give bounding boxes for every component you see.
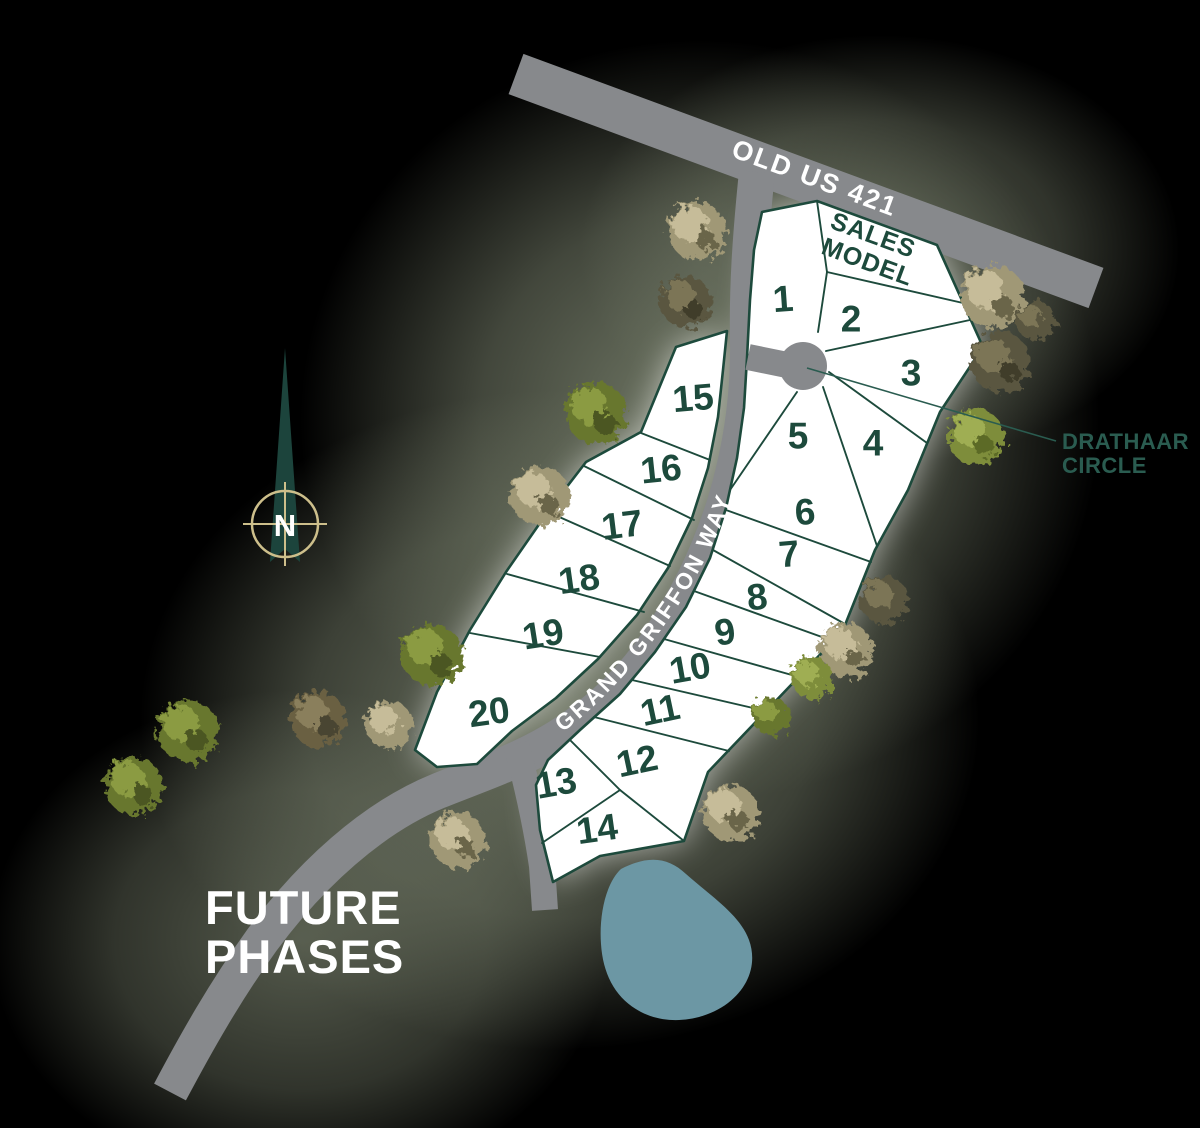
cul-de-sac-label: DRATHAAR CIRCLE bbox=[1062, 429, 1196, 478]
lot-10[interactable]: 10 bbox=[666, 644, 714, 692]
lot-14[interactable]: 14 bbox=[574, 806, 621, 852]
lot-boundary-lines-west bbox=[469, 432, 711, 658]
lot-11[interactable]: 11 bbox=[637, 686, 684, 734]
lot-boundary-lines-east bbox=[541, 200, 971, 844]
tree-icon bbox=[157, 700, 219, 762]
cul-de-sac-bulb bbox=[779, 342, 827, 390]
cul-de-sac-label-line1: DRATHAAR bbox=[1062, 429, 1189, 454]
tree-icon bbox=[1016, 301, 1056, 341]
lot-8[interactable]: 8 bbox=[745, 576, 770, 619]
lot-12[interactable]: 12 bbox=[613, 737, 662, 786]
future-phases-line1: FUTURE bbox=[205, 881, 402, 934]
trees bbox=[105, 202, 1056, 868]
tree-icon bbox=[961, 265, 1025, 329]
lot-18[interactable]: 18 bbox=[556, 556, 602, 602]
tree-icon bbox=[668, 202, 726, 260]
lot-20[interactable]: 20 bbox=[466, 689, 512, 735]
tree-icon bbox=[510, 466, 570, 526]
lot-13[interactable]: 13 bbox=[532, 759, 580, 807]
lot-numbers: 1 2 3 4 5 6 7 8 9 10 11 12 13 14 15 16 1… bbox=[466, 278, 922, 852]
cul-de-sac-label-line2: CIRCLE bbox=[1062, 453, 1147, 478]
lot-5[interactable]: 5 bbox=[788, 416, 809, 457]
tree-icon bbox=[660, 276, 712, 328]
callout-leader-line bbox=[806, 367, 1057, 442]
compass-north-label: N bbox=[274, 508, 296, 543]
compass-needle bbox=[270, 348, 300, 562]
lot-cluster-west bbox=[413, 329, 729, 769]
tree-icon bbox=[819, 623, 873, 677]
road-south-stub bbox=[503, 740, 558, 911]
lot-19[interactable]: 19 bbox=[519, 611, 566, 658]
tree-icon bbox=[860, 576, 908, 624]
future-phases-label: FUTURE PHASES bbox=[205, 881, 416, 983]
lot-4[interactable]: 4 bbox=[863, 423, 884, 464]
compass-icon: N bbox=[243, 348, 327, 566]
lot-1[interactable]: 1 bbox=[771, 278, 794, 320]
tree-icon bbox=[365, 701, 413, 749]
tree-icon bbox=[401, 624, 463, 686]
lot-6[interactable]: 6 bbox=[793, 491, 816, 533]
tree-icon bbox=[791, 657, 833, 699]
lot-cluster-east bbox=[534, 199, 985, 884]
lot-15[interactable]: 15 bbox=[671, 376, 716, 420]
tree-icon bbox=[752, 697, 790, 735]
lot-17[interactable]: 17 bbox=[599, 502, 645, 548]
tree-icon bbox=[948, 409, 1004, 465]
lot-3[interactable]: 3 bbox=[901, 353, 922, 394]
tree-icon bbox=[565, 382, 627, 444]
lot-7[interactable]: 7 bbox=[777, 533, 801, 576]
pond bbox=[600, 859, 753, 1021]
tree-icon bbox=[105, 757, 163, 815]
tree-icon bbox=[970, 332, 1030, 392]
lot-2[interactable]: 2 bbox=[841, 299, 862, 340]
tree-icon bbox=[703, 785, 759, 841]
lot-16[interactable]: 16 bbox=[638, 446, 683, 491]
future-phases-line2: PHASES bbox=[205, 930, 404, 983]
tree-icon bbox=[290, 691, 346, 747]
highway-old-us-421 bbox=[508, 53, 1104, 309]
tree-icon bbox=[430, 812, 486, 868]
